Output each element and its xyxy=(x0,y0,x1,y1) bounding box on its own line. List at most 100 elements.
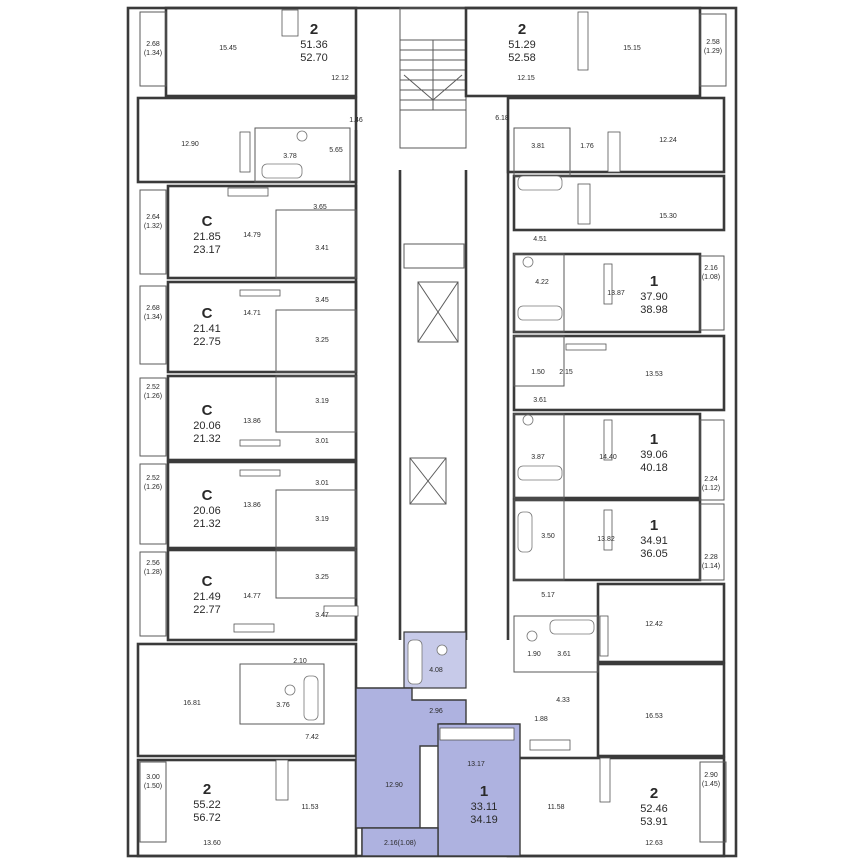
room-area: 15.15 xyxy=(623,45,641,52)
apartment-label-a8: 2 55.22 56.72 xyxy=(193,781,221,824)
apartment-area-living: 20.06 xyxy=(193,420,221,432)
apartment-area-living: 52.46 xyxy=(640,803,668,815)
apartment-area-living: 33.11 xyxy=(471,801,498,813)
room-area: 12.63 xyxy=(645,840,663,847)
room-area: 4.33 xyxy=(556,697,570,704)
room-area: 13.53 xyxy=(645,371,663,378)
apartment-label-a2: 2 51.29 52.58 xyxy=(508,21,536,64)
apartment-type: 1 xyxy=(650,273,658,290)
balcony-half-area: (1.34) xyxy=(144,314,162,321)
apartment-type: С xyxy=(202,573,213,590)
apartment-label-a7: С 21.49 22.77 xyxy=(193,573,221,616)
room-area: 5.17 xyxy=(541,592,555,599)
room-area: 12.12 xyxy=(331,75,349,82)
balcony-area: 2.56 xyxy=(146,560,160,567)
apartment-area-living: 55.22 xyxy=(193,799,221,811)
room-area: 1.46 xyxy=(349,117,363,124)
room-area: 3.76 xyxy=(276,702,290,709)
room-area: 13.86 xyxy=(243,418,261,425)
apartment-area-total: 23.17 xyxy=(193,244,221,256)
balcony-area: 2.28 xyxy=(704,554,718,561)
apartment-type: 1 xyxy=(480,783,488,800)
apartment-area-living: 34.91 xyxy=(640,535,668,547)
room-area: 2.96 xyxy=(429,708,443,715)
room-area: 3.78 xyxy=(283,153,297,160)
room-area: 3.25 xyxy=(315,337,329,344)
elevator-shaft-upper xyxy=(403,243,465,343)
room-area: 14.40 xyxy=(599,454,617,461)
balcony-half-area: (1.26) xyxy=(144,484,162,491)
apartment-label-a6: С 20.06 21.32 xyxy=(193,487,221,530)
windows xyxy=(227,9,621,803)
apartment-area-living: 51.29 xyxy=(508,39,536,51)
apartment-area-living: 37.90 xyxy=(640,291,668,303)
balcony-area: 2.58 xyxy=(706,39,720,46)
room-area: 14.79 xyxy=(243,232,261,239)
balcony-labels: 2.68 (1.34) 2.58 (1.29) 2.64 (1.32) 2.68… xyxy=(144,39,722,847)
apartment-type: 1 xyxy=(650,517,658,534)
apartment-type: С xyxy=(202,305,213,322)
balcony-area: 2.52 xyxy=(146,384,160,391)
apartment-area-total: 56.72 xyxy=(193,812,221,824)
room-area: 3.61 xyxy=(533,397,547,404)
apartment-area-total: 21.32 xyxy=(193,433,221,445)
room-area: 14.77 xyxy=(243,593,261,600)
room-area: 7.42 xyxy=(305,734,319,741)
balcony-area: 2.68 xyxy=(146,305,160,312)
balcony-half-area: (1.29) xyxy=(704,48,722,55)
balcony-area: 2.24 xyxy=(704,476,718,483)
room-area: 3.61 xyxy=(557,651,571,658)
apartment-type: 1 xyxy=(650,431,658,448)
apartment-label-a4: С 21.41 22.75 xyxy=(193,305,221,348)
room-area: 12.90 xyxy=(181,141,199,148)
apartment-label-a12: 1 39.06 40.18 xyxy=(640,431,668,474)
apartment-type: 2 xyxy=(203,781,211,798)
apartment-type: 2 xyxy=(650,785,658,802)
room-area: 3.01 xyxy=(315,480,329,487)
apartment-label-a9: 1 33.11 34.19 xyxy=(470,783,498,826)
room-area: 4.51 xyxy=(533,236,547,243)
balcony-half-area: (1.50) xyxy=(144,783,162,790)
highlighted-loggia xyxy=(361,827,439,857)
room-area: 13.86 xyxy=(243,502,261,509)
room-area: 3.65 xyxy=(313,204,327,211)
balcony-area: 2.64 xyxy=(146,214,160,221)
room-area: 3.19 xyxy=(315,516,329,523)
room-area: 13.60 xyxy=(203,840,221,847)
room-area: 16.53 xyxy=(645,713,663,720)
apartment-area-total: 40.18 xyxy=(640,462,668,474)
room-area: 11.58 xyxy=(548,804,565,811)
balcony-half-area: (1.12) xyxy=(702,485,720,492)
apartment-area-living: 20.06 xyxy=(193,505,221,517)
balcony-area: 2.68 xyxy=(146,41,160,48)
room-area: 1.90 xyxy=(527,651,541,658)
room-area: 4.22 xyxy=(535,279,549,286)
room-area: 3.19 xyxy=(315,398,329,405)
room-area: 2.15 xyxy=(559,369,573,376)
apartment-area-total: 36.05 xyxy=(640,548,668,560)
balcony-half-area: (1.28) xyxy=(144,569,162,576)
apartment-area-living: 21.85 xyxy=(193,231,221,243)
room-area: 3.81 xyxy=(531,143,545,150)
room-area: 13.82 xyxy=(597,536,615,543)
room-area: 1.50 xyxy=(531,369,545,376)
right-apartments xyxy=(464,6,727,858)
apartment-area-total: 34.19 xyxy=(470,814,498,826)
highlighted-room xyxy=(437,723,521,857)
room-area-labels: 15.45 12.12 1.46 12.90 3.78 5.65 15.15 1… xyxy=(181,45,677,847)
apartment-type: 2 xyxy=(518,21,526,38)
apartment-label-a3: С 21.85 23.17 xyxy=(193,213,221,256)
room-area: 12.15 xyxy=(517,75,535,82)
apartment-area-total: 21.32 xyxy=(193,518,221,530)
apartment-label-a10: 2 52.46 53.91 xyxy=(640,785,668,828)
room-area: 3.41 xyxy=(315,245,329,252)
room-area: 11.53 xyxy=(302,804,319,811)
room-area: 3.47 xyxy=(315,612,329,619)
balcony-area: 2.52 xyxy=(146,475,160,482)
room-area: 13.87 xyxy=(607,290,625,297)
room-area: 3.50 xyxy=(541,533,555,540)
stair-steps xyxy=(400,39,466,111)
apartment-area-total: 22.75 xyxy=(193,336,221,348)
apartment-label-a13: 1 34.91 36.05 xyxy=(640,517,668,560)
